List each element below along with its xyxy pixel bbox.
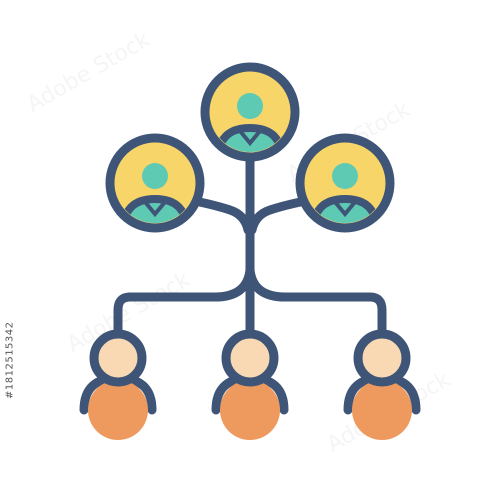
person-icon-center bbox=[211, 329, 289, 440]
person-circle-icon-right bbox=[295, 133, 395, 233]
person-icon-right bbox=[343, 329, 421, 440]
person-circle-icon-left bbox=[105, 133, 205, 233]
person-circle-icon-center bbox=[200, 62, 300, 162]
person-icon-left bbox=[79, 329, 157, 440]
stock-number-label: #1812515342 bbox=[4, 321, 16, 399]
